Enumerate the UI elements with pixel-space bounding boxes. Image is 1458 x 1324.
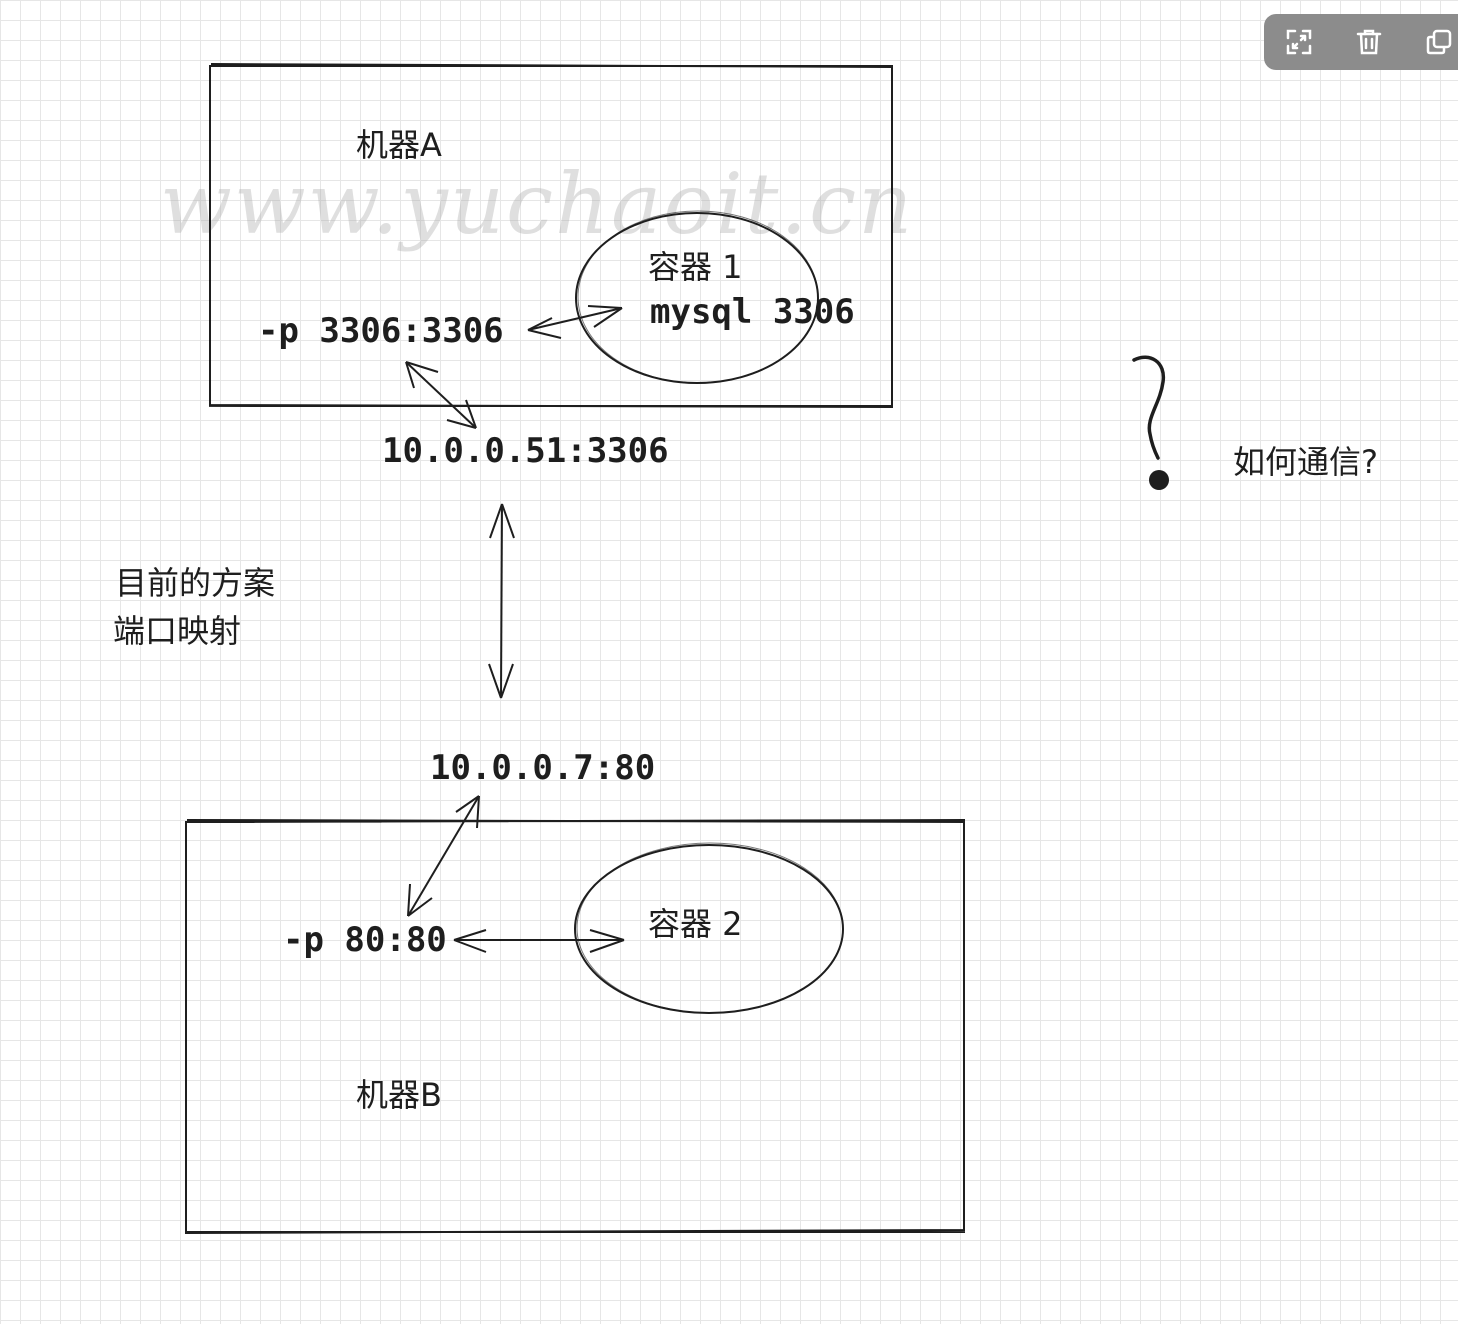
container-2-label: 容器 2 [648, 905, 743, 943]
machine-b-box [184, 818, 966, 1234]
machine-a-box [208, 63, 894, 408]
machine-b-label: 机器B [356, 1076, 442, 1114]
solution-line-1: 目前的方案 [115, 564, 276, 602]
copy-button[interactable] [1404, 14, 1458, 70]
arrow-address-b-portmap [407, 795, 480, 917]
arrow-address-a-address-b [488, 503, 515, 699]
arrow-portmap-a-address [405, 361, 477, 429]
watermark: www.yuchaoit.cn [160, 155, 915, 253]
floating-toolbar [1264, 14, 1458, 70]
expand-button[interactable] [1264, 14, 1334, 70]
trash-icon [1356, 29, 1382, 55]
machine-a-label: 机器A [356, 126, 442, 164]
arrow-portmap-b-container [453, 929, 625, 953]
machine-b-port-mapping: -p 80:80 [283, 920, 447, 960]
expand-icon [1286, 29, 1312, 55]
machine-b-address: 10.0.0.7:80 [430, 748, 656, 788]
container-1-label: 容器 1 [648, 248, 743, 286]
solution-line-2: 端口映射 [113, 612, 242, 650]
container-1-service: mysql 3306 [650, 292, 855, 332]
delete-button[interactable] [1334, 14, 1404, 70]
machine-a-address: 10.0.0.51:3306 [382, 431, 669, 471]
question-mark-shape [1132, 355, 1169, 490]
arrow-portmap-a-container [527, 305, 623, 339]
copy-icon [1426, 29, 1452, 55]
machine-a-port-mapping: -p 3306:3306 [258, 311, 504, 351]
question-text: 如何通信? [1233, 443, 1378, 481]
